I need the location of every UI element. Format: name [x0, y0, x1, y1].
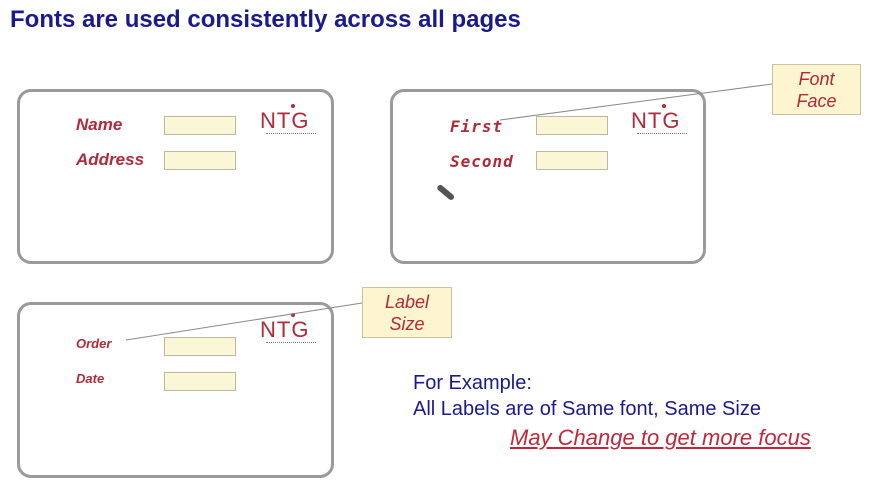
label-size-line-1: Label [384, 292, 430, 312]
ntg-logo: NTG [260, 313, 324, 349]
focus-note: May Change to get more focus [510, 425, 811, 450]
logo-text: NTG [260, 108, 310, 133]
page-title: Fonts are used consistently across all p… [10, 6, 521, 33]
example-text: For Example: All Labels are of Same font… [413, 370, 761, 422]
ntg-logo: NTG [260, 104, 324, 140]
second-field[interactable] [536, 151, 608, 170]
order-label: Order [76, 336, 112, 351]
font-face-line-1: Font [798, 69, 835, 89]
logo-text: NTG [260, 317, 310, 342]
date-field[interactable] [164, 372, 236, 391]
example-description: All Labels are of Same font, Same Size [413, 398, 761, 420]
date-label: Date [76, 371, 105, 386]
second-label: Second [450, 152, 514, 171]
label-size-line-2: Size [389, 314, 425, 334]
form-panel-1: Name Address NTG [17, 89, 334, 264]
first-field[interactable] [536, 116, 608, 135]
order-field[interactable] [164, 337, 236, 356]
logo-tagline [266, 342, 316, 345]
address-label: Address [76, 150, 145, 169]
ntg-logo: NTG [631, 104, 695, 140]
logo-dot [291, 104, 295, 108]
name-label: Name [76, 115, 123, 134]
logo-tagline [266, 133, 316, 136]
label-size-callout: Label Size [362, 287, 452, 338]
first-label: First [450, 117, 504, 136]
font-face-callout: Font Face [772, 64, 861, 115]
name-field[interactable] [164, 116, 236, 135]
logo-tagline [637, 133, 687, 136]
form-panel-2: First Second NTG [390, 89, 706, 264]
font-face-line-2: Face [796, 91, 837, 111]
address-field[interactable] [164, 151, 236, 170]
example-heading: For Example: [413, 372, 532, 394]
logo-text: NTG [631, 108, 681, 133]
form-panel-3: Order Date NTG [17, 302, 334, 478]
